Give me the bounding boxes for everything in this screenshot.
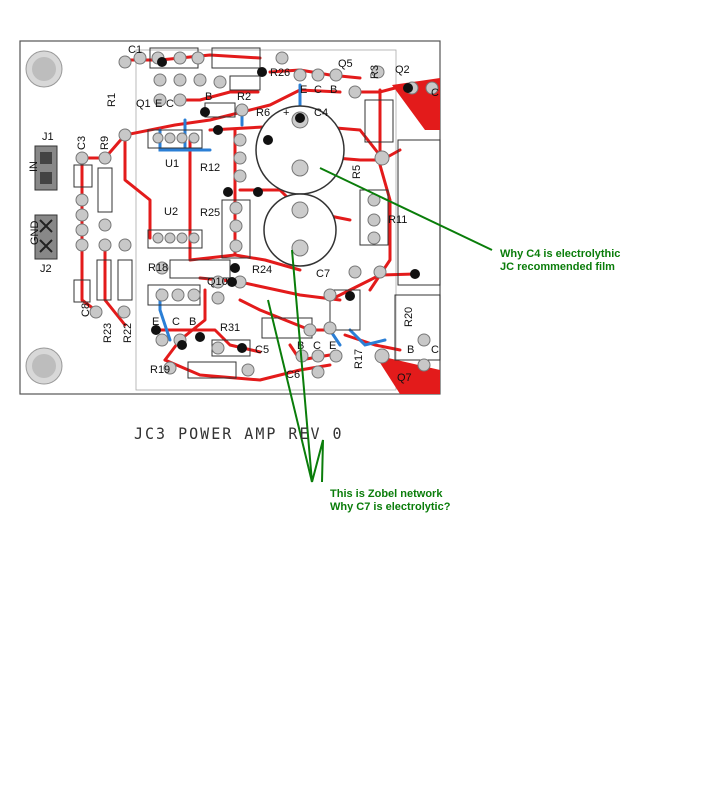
label-q10-e: E — [152, 316, 159, 328]
label-r24: R24 — [252, 264, 272, 276]
connector-j1 — [34, 145, 58, 191]
connector-j2 — [34, 214, 58, 260]
board-title: JC3 POWER AMP REV 0 — [134, 424, 344, 444]
label-r6: R6 — [256, 107, 270, 119]
label-c3: C3 — [76, 136, 88, 150]
board-inner-frame — [135, 49, 397, 391]
label-c8: C8 — [80, 303, 92, 317]
label-r9: R9 — [99, 136, 111, 150]
label-q1-e: E — [155, 98, 162, 110]
c4-annotation: Why C4 is electrolythic JC recommended f… — [500, 248, 620, 274]
label-gnd: GND — [29, 221, 41, 246]
label-u1: U1 — [165, 158, 179, 170]
label-r20: R20 — [403, 307, 415, 327]
zobel-annotation-line-1: This is Zobel network — [330, 488, 443, 500]
component-outlines — [73, 47, 441, 379]
label-r17: R17 — [353, 349, 365, 369]
label-q6-e: E — [329, 340, 336, 352]
label-q5-c: C — [314, 84, 322, 96]
label-r5: R5 — [351, 165, 363, 179]
label-q10-b: B — [189, 316, 196, 328]
capacitor-c7 — [263, 193, 337, 267]
label-q1-b: B — [205, 91, 212, 103]
zobel-annotation: This is Zobel network Why C7 is electrol… — [330, 488, 450, 514]
label-q10-c: C — [172, 316, 180, 328]
mounting-hole-bottom — [25, 347, 63, 385]
label-u2: U2 — [164, 206, 178, 218]
label-q7-b: B — [407, 344, 414, 356]
label-c5: C5 — [255, 344, 269, 356]
label-c4: C4 — [314, 107, 328, 119]
label-c7: C7 — [316, 268, 330, 280]
label-q10: Q10 — [207, 276, 228, 288]
label-r12: R12 — [200, 162, 220, 174]
label-q2-c: C — [431, 87, 439, 99]
label-r23: R23 — [102, 323, 114, 343]
label-j2: J2 — [40, 263, 52, 275]
label-q1-c: C — [166, 98, 174, 110]
label-r31: R31 — [220, 322, 240, 334]
label-r19: R19 — [150, 364, 170, 376]
label-r2: R2 — [237, 91, 251, 103]
pads — [75, 51, 439, 379]
label-q1: Q1 — [136, 98, 151, 110]
label-q2: Q2 — [395, 64, 410, 76]
label-plus: + — [283, 107, 289, 119]
label-r3: R3 — [369, 65, 381, 79]
label-j1: J1 — [42, 131, 54, 143]
label-r1: R1 — [106, 93, 118, 107]
label-q5-b: B — [330, 84, 337, 96]
copper-pour-bottom-right — [375, 355, 440, 394]
vias — [151, 57, 420, 353]
annotation-arrows — [267, 167, 493, 483]
label-r18: R18 — [148, 262, 168, 274]
label-q7: Q7 — [397, 372, 412, 384]
c4-annotation-line-1: Why C4 is electrolythic — [500, 248, 621, 260]
c4-annotation-line-2: JC recommended film — [500, 261, 615, 273]
zobel-annotation-line-2: Why C7 is electrolytic? — [330, 501, 451, 513]
label-c1: C1 — [128, 44, 142, 56]
label-q5: Q5 — [338, 58, 353, 70]
label-r25: R25 — [200, 207, 220, 219]
label-in: IN — [28, 161, 40, 172]
label-c6: C6 — [286, 369, 300, 381]
label-r11: R11 — [388, 214, 407, 226]
label-q5-e: E — [300, 84, 307, 96]
label-q6-c: C — [313, 340, 321, 352]
label-r26: R26 — [270, 67, 290, 79]
mounting-hole-top — [25, 50, 63, 88]
label-q7-c: C — [431, 344, 439, 356]
label-r22: R22 — [122, 323, 134, 343]
